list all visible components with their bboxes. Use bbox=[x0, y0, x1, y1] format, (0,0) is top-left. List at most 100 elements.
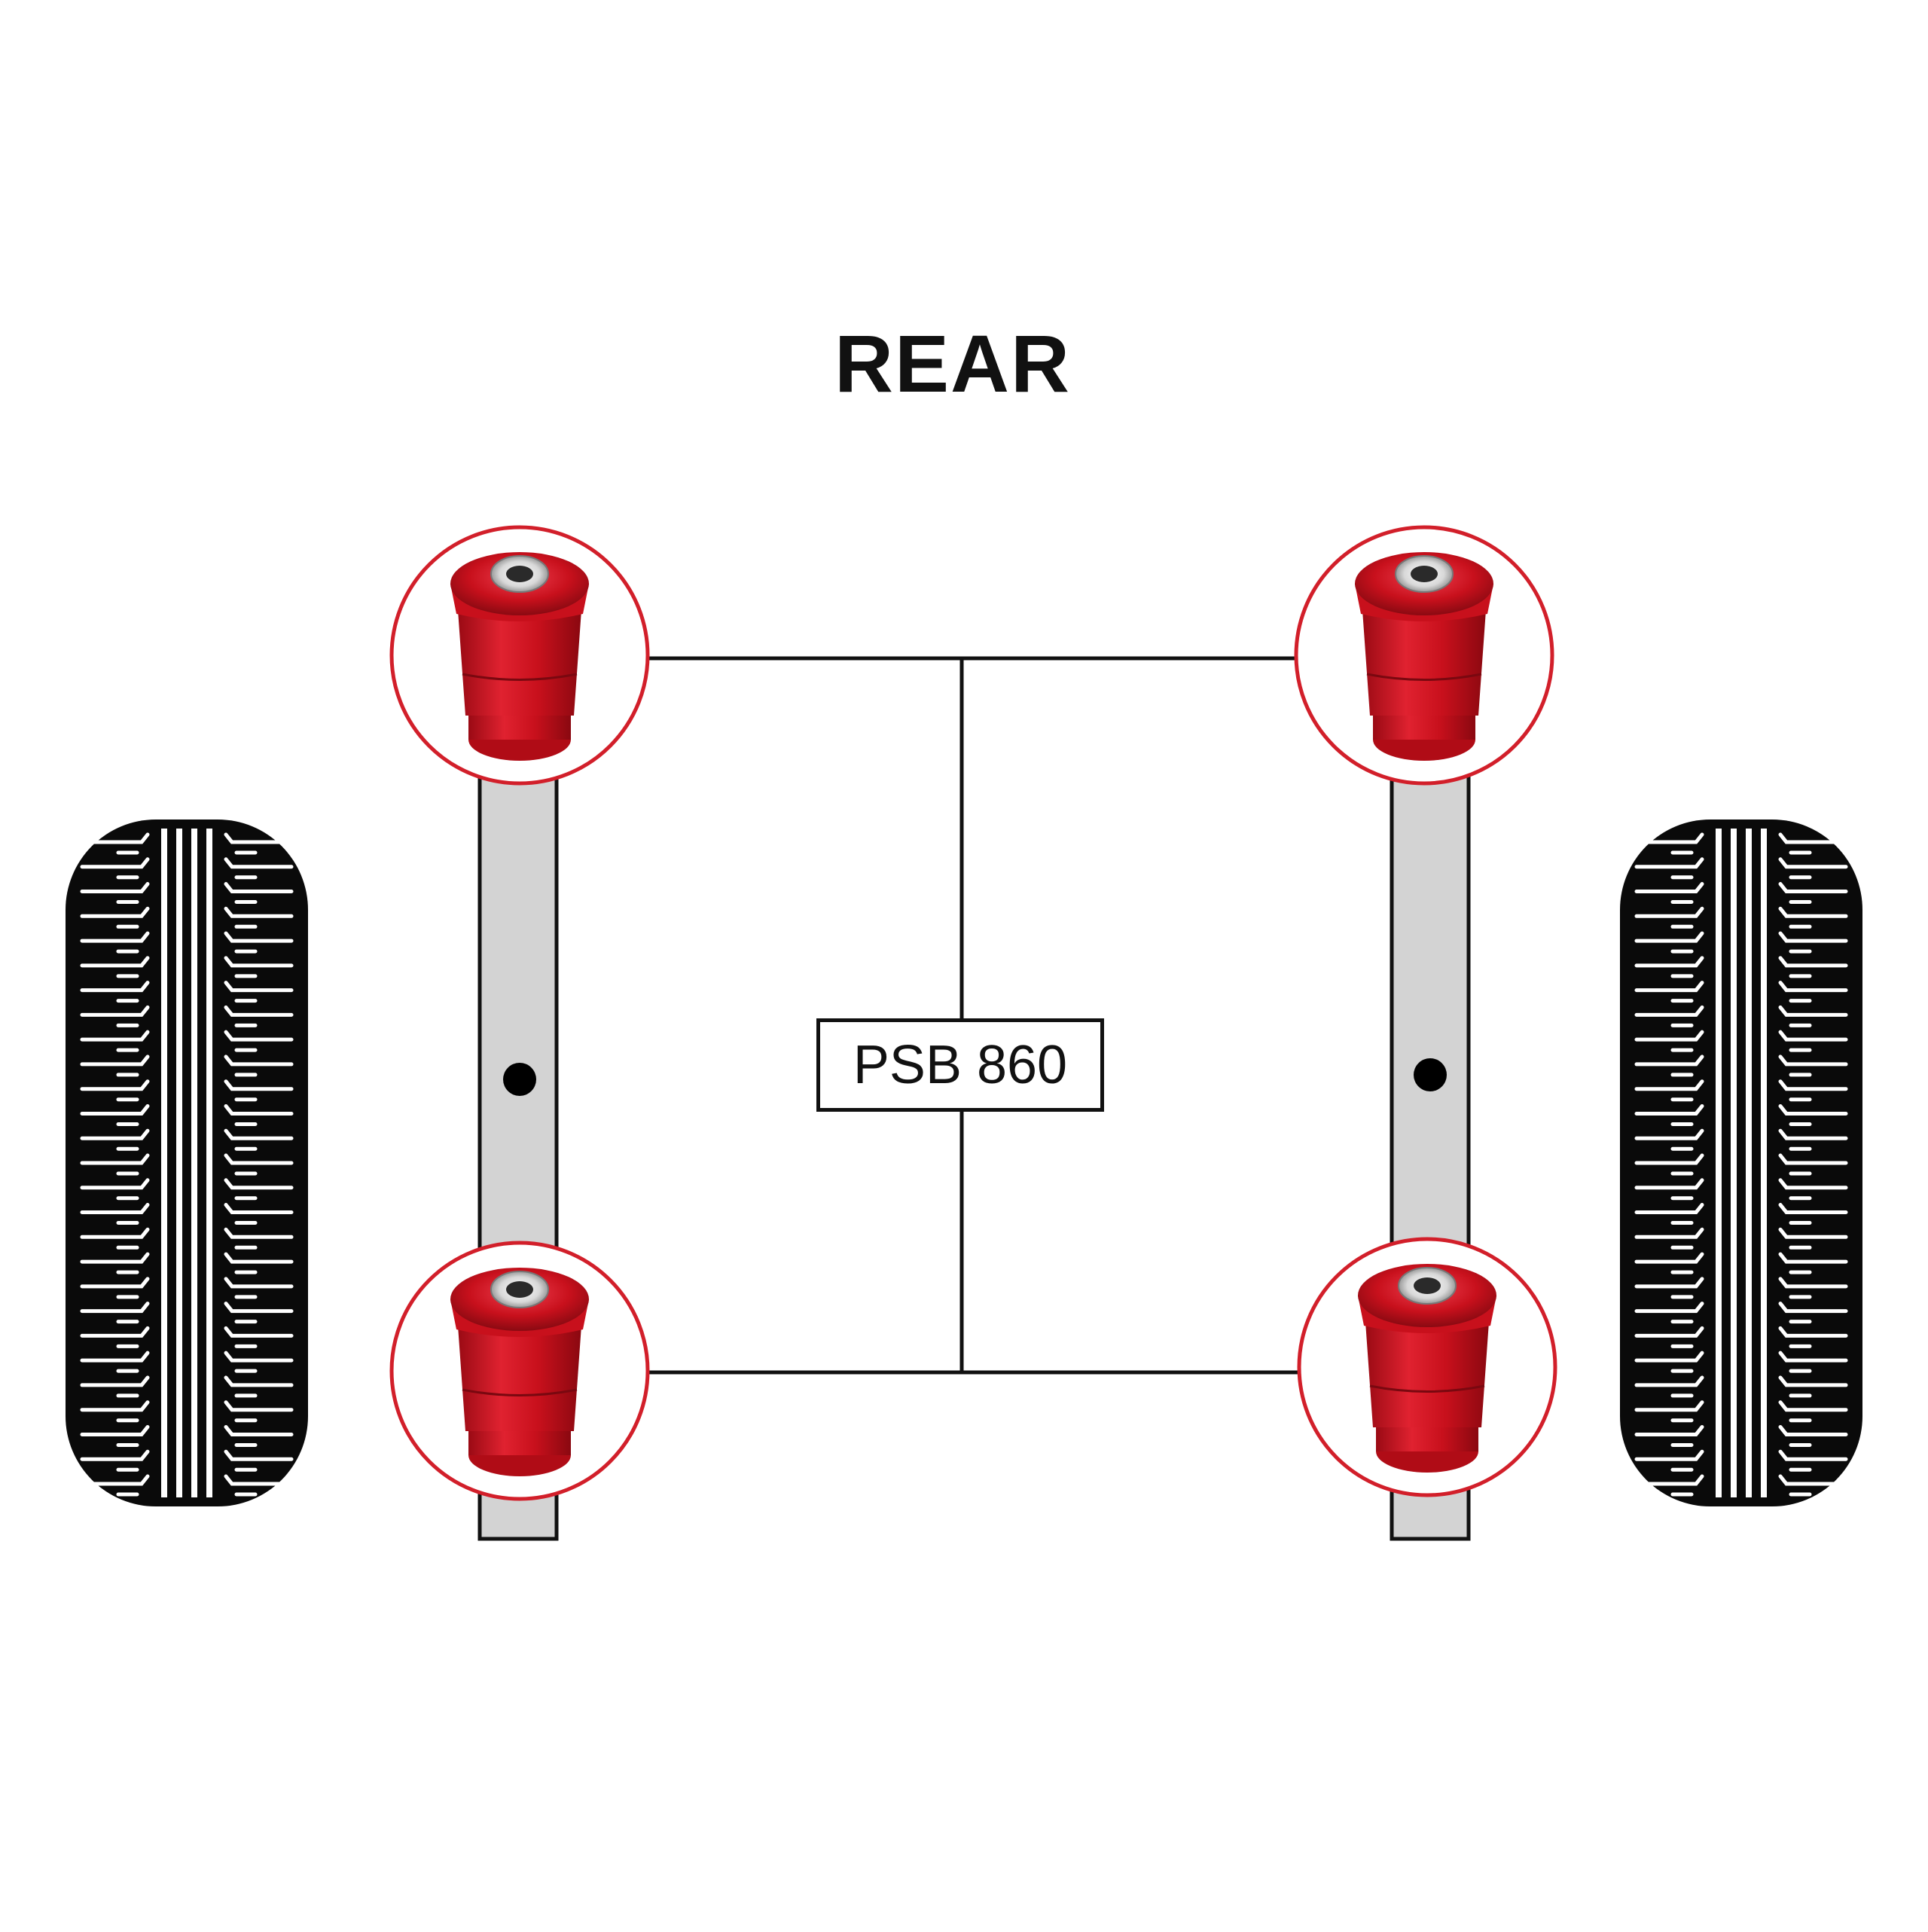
tread-sipe bbox=[1778, 1449, 1848, 1461]
tread-sipe bbox=[224, 1103, 294, 1116]
tread-sipe bbox=[1778, 1178, 1848, 1190]
diagram-title: REAR bbox=[834, 318, 1072, 409]
tyre-groove bbox=[1746, 829, 1752, 1497]
tread-sipe bbox=[1778, 1227, 1848, 1239]
tread-sipe bbox=[80, 882, 150, 894]
tread-sipe bbox=[1778, 956, 1848, 968]
tread-sipe bbox=[1634, 1227, 1704, 1239]
tread-sipe bbox=[224, 1424, 294, 1436]
tread-sipe bbox=[224, 1277, 294, 1289]
tread-sipe bbox=[1778, 1055, 1848, 1067]
tread-sipe bbox=[80, 1103, 150, 1116]
bushing-icon bbox=[450, 1268, 589, 1476]
tread-sipe bbox=[80, 1351, 150, 1363]
tread-sipe bbox=[1634, 1079, 1704, 1091]
tread-sipe bbox=[1778, 1079, 1848, 1091]
tread-sipe bbox=[1778, 1128, 1848, 1140]
tyre-icon bbox=[1620, 819, 1862, 1506]
tread-sipe bbox=[1634, 832, 1704, 844]
tread-sipe bbox=[1634, 1178, 1704, 1190]
tread-sipe bbox=[224, 1302, 294, 1314]
bushing-highlight bbox=[389, 1241, 650, 1501]
bushing-icon bbox=[1358, 1264, 1496, 1473]
tread-sipe bbox=[224, 1474, 294, 1486]
tread-sipe bbox=[224, 1203, 294, 1215]
tread-sipe bbox=[1778, 1005, 1848, 1017]
mount-hole-icon bbox=[1414, 1058, 1447, 1091]
bushing-highlight bbox=[389, 525, 650, 786]
bushing-icon bbox=[450, 552, 589, 761]
tread-sipe bbox=[80, 1128, 150, 1140]
tread-sipe bbox=[1634, 1203, 1704, 1215]
tread-sipe bbox=[1634, 1030, 1704, 1042]
tread-sipe bbox=[80, 1400, 150, 1412]
tread-sipe bbox=[1634, 931, 1704, 943]
tyre-groove bbox=[1716, 829, 1722, 1497]
tread-sipe bbox=[80, 906, 150, 918]
tread-sipe bbox=[1778, 1375, 1848, 1387]
tread-sipe bbox=[1634, 882, 1704, 894]
tread-sipe bbox=[224, 1005, 294, 1017]
tread-sipe bbox=[1778, 1277, 1848, 1289]
tread-sipe bbox=[1634, 1055, 1704, 1067]
tread-sipe bbox=[224, 1375, 294, 1387]
tread-sipe bbox=[224, 931, 294, 943]
tread-sipe bbox=[80, 1005, 150, 1017]
tread-sipe bbox=[1634, 981, 1704, 993]
tyre-groove bbox=[1761, 829, 1767, 1497]
tread-sipe bbox=[80, 981, 150, 993]
tread-sipe bbox=[1634, 1474, 1704, 1486]
tread-sipe bbox=[1634, 1449, 1704, 1461]
tread-sipe bbox=[1778, 1252, 1848, 1264]
tread-sipe bbox=[80, 1424, 150, 1436]
tread-sipe bbox=[80, 832, 150, 844]
tread-sipe bbox=[1778, 1351, 1848, 1363]
tread-sipe bbox=[1634, 1400, 1704, 1412]
tread-sipe bbox=[80, 1203, 150, 1215]
tread-sipe bbox=[224, 1030, 294, 1042]
tread-sipe bbox=[224, 832, 294, 844]
tread-sipe bbox=[80, 1079, 150, 1091]
tread-sipe bbox=[1778, 931, 1848, 943]
tyre-groove bbox=[161, 829, 167, 1497]
tread-sipe bbox=[80, 1375, 150, 1387]
tread-sipe bbox=[1634, 906, 1704, 918]
tread-sipe bbox=[1634, 857, 1704, 869]
tread-sipe bbox=[80, 1178, 150, 1190]
bushing-highlight bbox=[1294, 525, 1554, 786]
tread-sipe bbox=[1778, 1203, 1848, 1215]
bushing-highlight bbox=[1297, 1237, 1557, 1497]
tread-sipe bbox=[1778, 1030, 1848, 1042]
tread-sipe bbox=[1778, 882, 1848, 894]
tread-sipe bbox=[224, 1252, 294, 1264]
tread-sipe bbox=[80, 1277, 150, 1289]
tread-sipe bbox=[224, 1178, 294, 1190]
tread-sipe bbox=[80, 1326, 150, 1338]
tread-sipe bbox=[1634, 1103, 1704, 1116]
tread-sipe bbox=[80, 1030, 150, 1042]
tread-sipe bbox=[224, 1449, 294, 1461]
tread-sipe bbox=[1634, 956, 1704, 968]
tread-sipe bbox=[224, 906, 294, 918]
tread-sipe bbox=[1634, 1005, 1704, 1017]
tread-sipe bbox=[1778, 1400, 1848, 1412]
tread-sipe bbox=[1778, 857, 1848, 869]
tyre-groove bbox=[1731, 829, 1737, 1497]
tread-sipe bbox=[1778, 1424, 1848, 1436]
tread-sipe bbox=[80, 1252, 150, 1264]
tread-sipe bbox=[1778, 832, 1848, 844]
tread-sipe bbox=[80, 1227, 150, 1239]
tread-sipe bbox=[224, 1326, 294, 1338]
tread-sipe bbox=[224, 1128, 294, 1140]
tread-sipe bbox=[224, 1227, 294, 1239]
tyre-groove bbox=[206, 829, 212, 1497]
tread-sipe bbox=[1634, 1326, 1704, 1338]
tread-sipe bbox=[1634, 1375, 1704, 1387]
tread-sipe bbox=[1634, 1424, 1704, 1436]
tread-sipe bbox=[80, 1055, 150, 1067]
tread-sipe bbox=[224, 857, 294, 869]
tread-sipe bbox=[1778, 1103, 1848, 1116]
tread-sipe bbox=[1778, 1326, 1848, 1338]
